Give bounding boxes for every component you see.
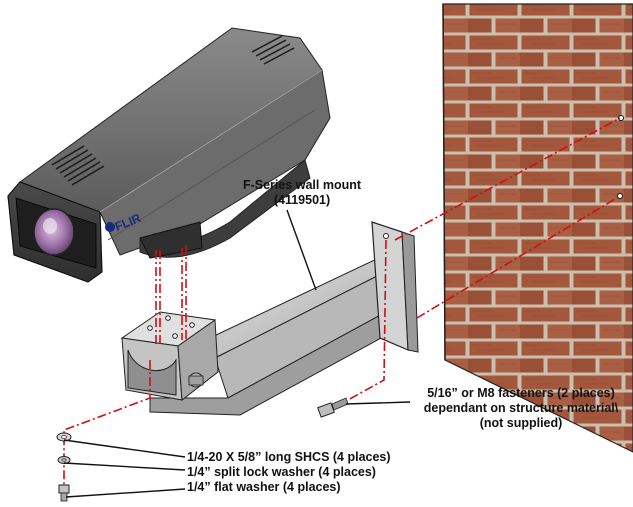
- cap-screw: [58, 484, 70, 502]
- fasteners-note: dependant on structure material\: [423, 401, 619, 415]
- flat-washer: [56, 432, 72, 442]
- wall-mount-name: F-Series wall mount: [242, 178, 362, 192]
- split-lock-washer: [57, 456, 71, 464]
- wall-hole: [618, 115, 624, 121]
- hardware-callout: 1/4-20 X 5/8” long SHCS (4 places) 1/4” …: [187, 450, 391, 495]
- hardware-flat-washer: 1/4” flat washer (4 places): [187, 480, 341, 494]
- fasteners-size: 5/16” or M8 fasteners (2 places): [427, 386, 615, 400]
- fasteners-callout: 5/16” or M8 fasteners (2 places) dependa…: [410, 386, 632, 431]
- wall-mount-callout: F-Series wall mount (4119501): [232, 178, 372, 208]
- camera-housing: [7, 27, 331, 283]
- wall-hole: [617, 193, 623, 199]
- wall-mount-part-number: (4119501): [273, 193, 331, 207]
- assembly-lines: [63, 117, 621, 498]
- leader-lines: [63, 209, 411, 498]
- hardware-lock-washer: 1/4” split lock washer (4 places): [187, 465, 376, 479]
- wall-mount-bracket: [120, 221, 419, 416]
- hardware-screws: 1/4-20 X 5/8” long SHCS (4 places): [187, 450, 391, 464]
- wall-fastener: [317, 397, 349, 418]
- fasteners-supply: (not supplied): [479, 416, 563, 430]
- brick-wall: [442, 3, 633, 453]
